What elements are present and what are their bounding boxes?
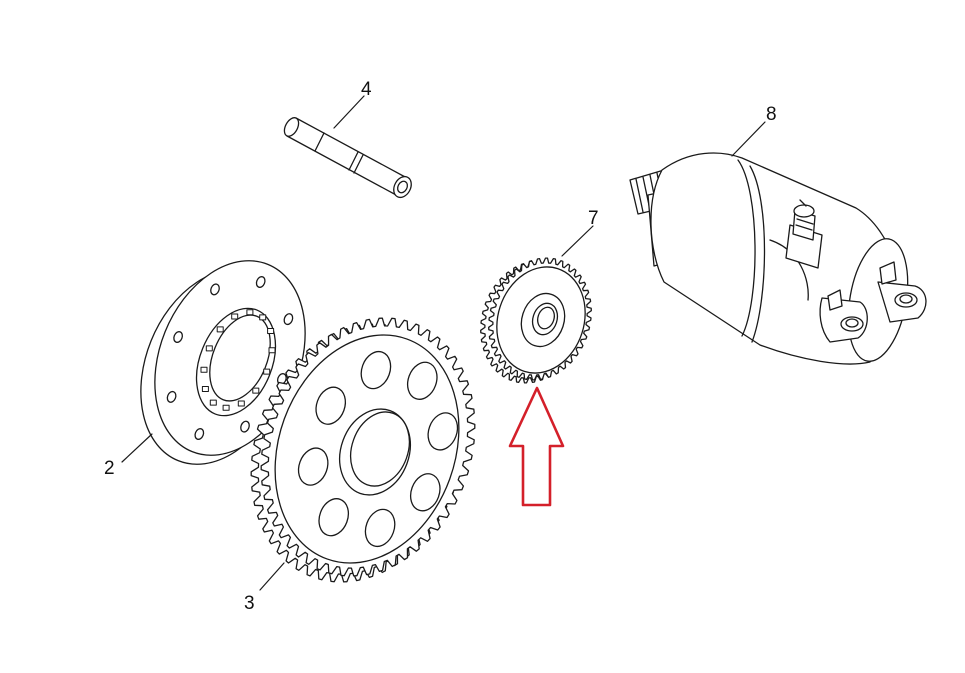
leader-lines bbox=[121, 95, 766, 591]
callout-8: 8 bbox=[766, 104, 777, 125]
shaft-part[interactable] bbox=[282, 115, 415, 200]
starter-clutch-part[interactable] bbox=[113, 238, 332, 487]
callout-2: 2 bbox=[104, 458, 115, 479]
callout-4: 4 bbox=[361, 79, 372, 100]
highlight-arrow bbox=[508, 386, 565, 507]
callout-3: 3 bbox=[244, 593, 255, 614]
callout-labels: 2 3 4 7 8 bbox=[104, 79, 777, 614]
idler-gear-part[interactable] bbox=[480, 255, 599, 384]
starter-motor-part[interactable] bbox=[629, 152, 927, 366]
callout-7: 7 bbox=[588, 208, 599, 229]
driven-gear-part[interactable] bbox=[244, 309, 489, 589]
